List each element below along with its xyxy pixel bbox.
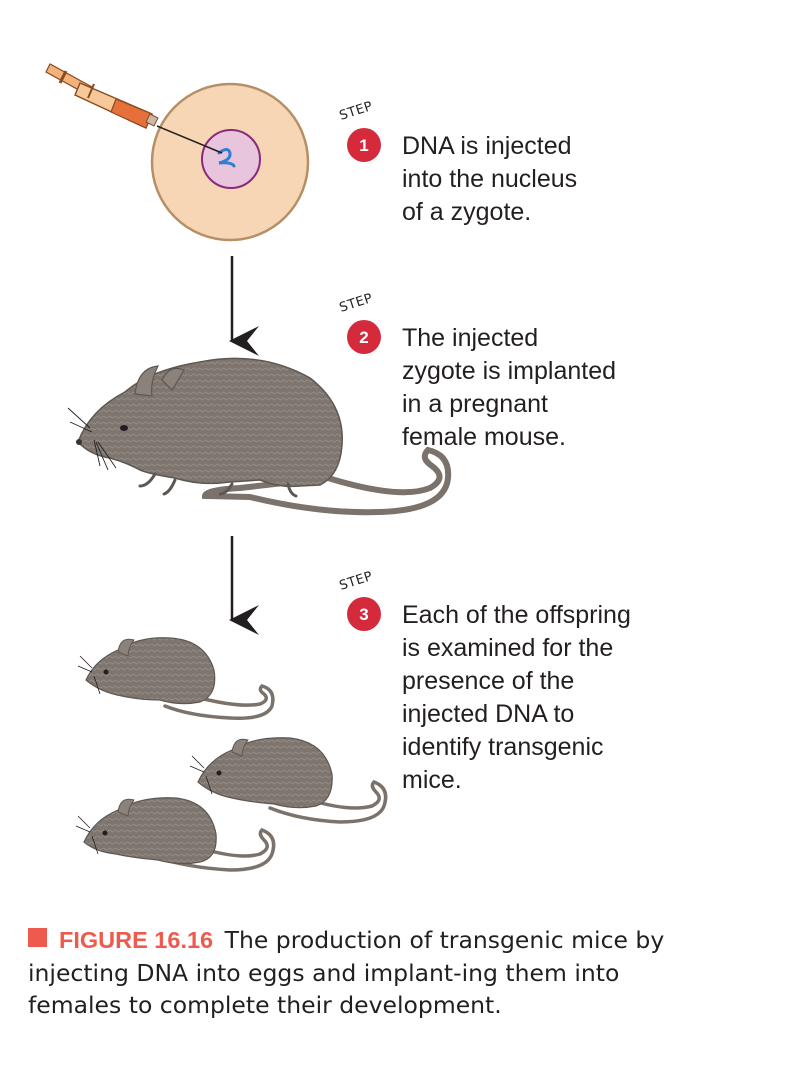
- figure-caption: FIGURE 16.16 The production of transgeni…: [28, 924, 668, 1022]
- mouse-icon: [75, 797, 276, 872]
- caption-text: The production of transgenic mice by inj…: [28, 926, 665, 1019]
- syringe-icon: [45, 63, 223, 154]
- step-1-text: DNA is injected into the nucleus of a zy…: [402, 132, 578, 226]
- figure-label: FIGURE 16.16: [59, 927, 214, 953]
- mouse-icon: [77, 637, 275, 720]
- svg-text:STEP: STEP: [338, 99, 375, 124]
- step-badge-1: STEP 1: [338, 99, 381, 162]
- svg-text:STEP: STEP: [338, 569, 375, 594]
- mouse-icon: [67, 357, 452, 516]
- mouse-icon: [189, 737, 388, 824]
- caption-square-icon: [28, 928, 47, 947]
- svg-text:3: 3: [359, 605, 368, 624]
- svg-text:STEP: STEP: [338, 291, 375, 316]
- step-badge-3: STEP 3: [338, 569, 381, 631]
- step-3-text: Each of the offspring is examined for th…: [402, 601, 631, 794]
- svg-text:1: 1: [359, 136, 368, 155]
- step-badge-2: STEP 2: [338, 291, 381, 354]
- svg-text:2: 2: [359, 328, 368, 347]
- dna-strand-icon: [217, 148, 236, 168]
- step-2-text: The injected zygote is implanted in a pr…: [402, 324, 617, 451]
